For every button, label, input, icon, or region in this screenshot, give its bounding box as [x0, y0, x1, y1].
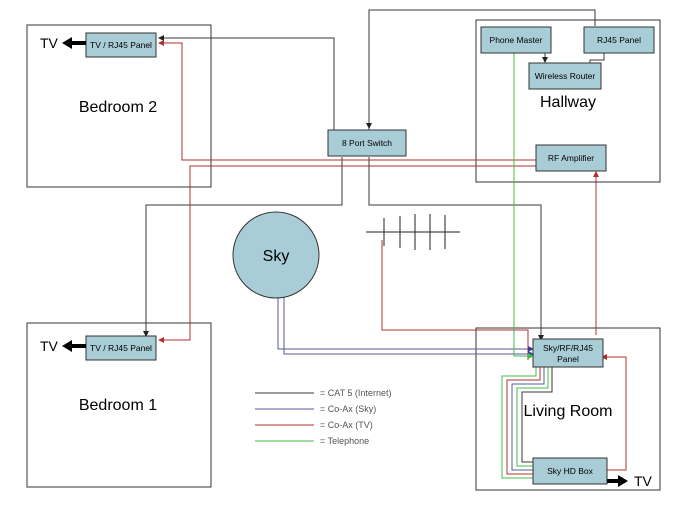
phone-master-label: Phone Master — [490, 35, 543, 45]
living-room — [475, 327, 661, 491]
telephone-wiring — [513, 53, 534, 359]
sky-panel-label-2: Panel — [557, 354, 579, 364]
wireless-router-box — [528, 62, 602, 90]
tv-panel-bed1-box — [85, 335, 157, 361]
tv-output-bed2: TV — [40, 35, 86, 51]
sky-dish — [232, 211, 320, 299]
panel-to-skybox-bundle — [501, 366, 553, 479]
rj45-panel-box — [583, 26, 655, 54]
hallway-label: Hallway — [540, 94, 596, 111]
bedroom2-room — [26, 24, 212, 188]
legend-label-tv: = Co-Ax (TV) — [320, 420, 373, 430]
bedroom1-label: Bedroom 1 — [79, 397, 157, 414]
bedroom2-label: Bedroom 2 — [79, 99, 157, 116]
switch-label: 8 Port Switch — [342, 138, 392, 148]
tv-output-bed1: TV — [40, 338, 86, 354]
rf-amplifier-box — [535, 144, 607, 172]
tv-label-living: TV — [634, 473, 653, 489]
sky-panel-box — [532, 338, 604, 368]
tv-panel-bed2-label: TV / RJ45 Panel — [90, 40, 152, 50]
tv-antenna — [366, 214, 460, 250]
tv-output-living: TV — [607, 473, 653, 489]
hallway-room — [475, 19, 661, 183]
tv-label-bed2: TV — [40, 35, 59, 51]
sky-hd-box — [532, 457, 608, 485]
sky-panel-label-1: Sky/RF/RJ45 — [543, 343, 593, 353]
tv-label-bed1: TV — [40, 338, 59, 354]
legend-label-phone: = Telephone — [320, 436, 369, 446]
cat5-wiring — [143, 9, 605, 341]
rf-amplifier-label: RF Amplifier — [548, 153, 594, 163]
phone-master-box — [480, 26, 552, 54]
wireless-router-label: Wireless Router — [535, 71, 596, 81]
legend: = CAT 5 (Internet) = Co-Ax (Sky) = Co-Ax… — [255, 388, 391, 446]
legend-label-sky: = Co-Ax (Sky) — [320, 404, 376, 414]
legend-label-cat5: = CAT 5 (Internet) — [320, 388, 391, 398]
sky-dish-label: Sky — [263, 248, 290, 265]
rj45-panel-label: RJ45 Panel — [597, 35, 641, 45]
switch-box — [327, 129, 407, 157]
tv-panel-bed1-label: TV / RJ45 Panel — [90, 343, 152, 353]
coax-sky-wiring — [277, 295, 534, 357]
living-room-label: Living Room — [524, 403, 613, 420]
bedroom1-room — [26, 322, 212, 488]
sky-hd-box-label: Sky HD Box — [547, 466, 594, 476]
tv-panel-bed2-box — [85, 32, 157, 58]
